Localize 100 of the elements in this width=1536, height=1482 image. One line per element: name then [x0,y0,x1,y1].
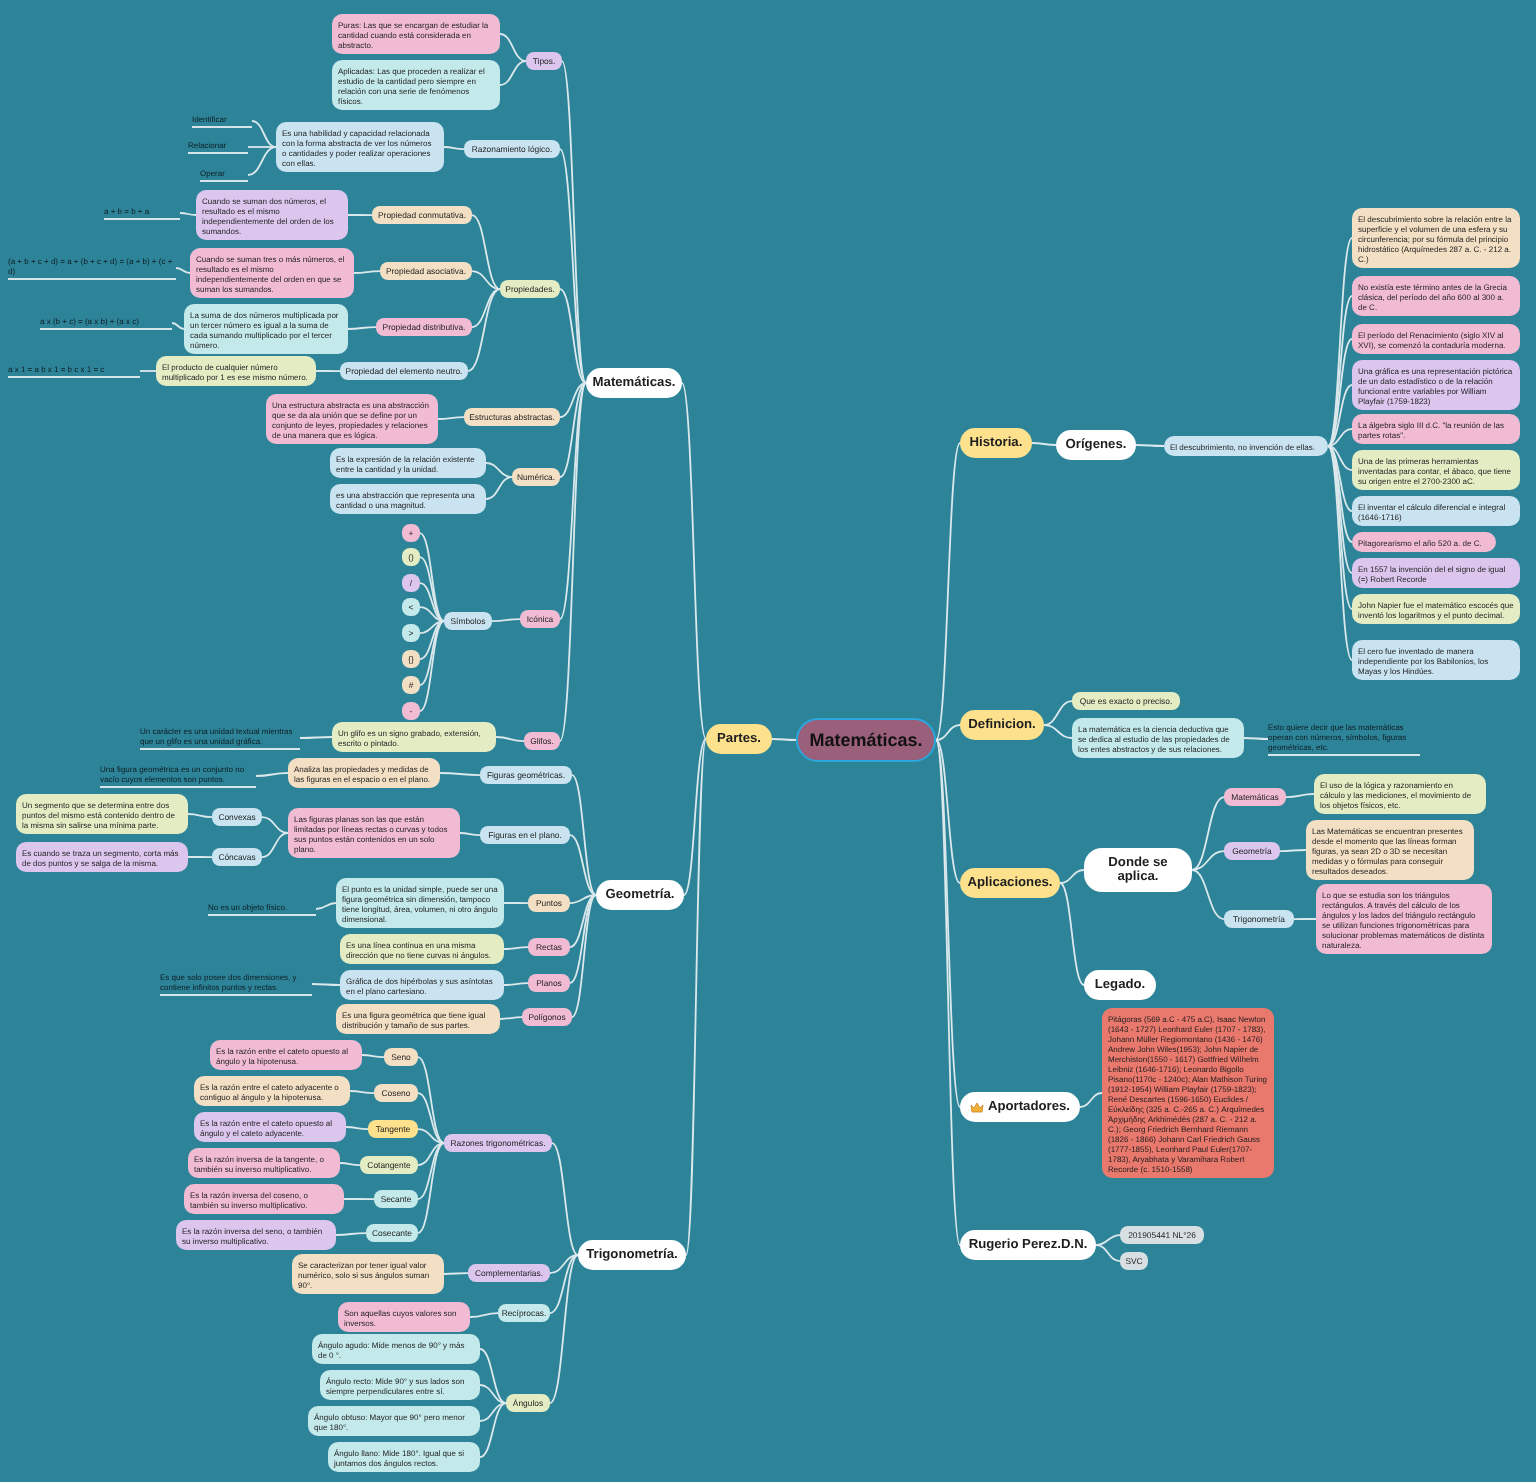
connector-line [417,1056,445,1144]
connector-line [315,902,337,910]
connector-line [569,894,597,948]
connector-line [503,946,529,950]
connector-line [261,816,289,834]
connector-line [681,382,707,740]
connector-line [499,33,527,62]
connector-line [247,146,277,148]
connector-line [255,772,289,777]
connector-line [935,442,961,741]
connector-line [485,462,513,478]
connector-line [1327,445,1353,661]
connector-line [551,1142,579,1256]
connector-line [417,1128,445,1144]
connector-line [419,620,445,712]
connector-line [503,902,529,904]
connector-line [771,738,797,741]
connector-line [1079,1092,1103,1108]
connector-line [251,120,277,148]
connector-line [467,288,501,372]
connector-line [549,1254,579,1404]
connector-line [1327,384,1353,447]
connector-line [419,582,445,622]
connector-line [559,382,587,742]
connector-line [419,620,445,660]
connector-line [1095,1244,1121,1262]
connector-line [569,894,597,904]
connector-line [347,214,373,216]
connector-line [1327,428,1353,447]
connector-line [571,894,597,1018]
connector-line [419,620,445,686]
connector-line [485,476,513,500]
connector-line [187,856,213,858]
connector-line [503,982,529,986]
connector-line [1293,918,1317,920]
connector-line [247,146,277,176]
connector-line [343,1198,375,1200]
central-topic: Matemáticas. [796,718,936,762]
connector-line [559,148,587,384]
connector-line [935,724,961,741]
connector-line [1327,295,1353,447]
connector-line [549,1254,579,1314]
connector-line [1135,444,1165,447]
connector-line [471,288,501,328]
connector-line [361,1054,385,1058]
connector-line [491,618,521,622]
connector-line [417,1142,445,1234]
connector-line [495,736,525,742]
connector-line [469,1312,499,1318]
connector-line [683,738,707,896]
connector-line [479,1402,507,1458]
connector-line [1327,237,1353,447]
connector-line [335,1232,367,1236]
connector-line [353,270,381,274]
connector-line [1327,445,1353,574]
subtopic-bubble [960,1092,1080,1122]
connector-line [1043,700,1073,726]
connector-line [443,146,465,150]
connector-line [471,214,501,290]
connector-line [1279,849,1307,852]
connector-line [1327,338,1353,447]
connector-line [549,1254,579,1274]
connector-line [571,774,597,896]
connector-line [569,894,597,984]
connector-line [417,1142,445,1200]
connector-line [559,288,587,384]
connector-line [299,736,333,739]
connector-line [187,813,213,818]
connector-line [261,832,289,858]
connector-line [561,60,587,384]
connector-line [1327,445,1353,512]
connector-line [419,620,445,634]
connector-line [685,738,707,1256]
connector-line [1191,869,1225,920]
connector-line [559,382,587,478]
connector-line [419,556,445,622]
connector-line [439,772,481,776]
connector-line [1043,724,1073,739]
connector-line [419,532,445,622]
connector-line [347,326,377,330]
connector-line [1191,850,1225,871]
connector-line [935,739,961,1108]
connector-line [437,416,465,420]
connector-line [499,1016,523,1020]
connector-line [339,1162,361,1166]
connector-line [935,739,961,884]
connector-line [349,1090,375,1094]
connector-line [315,370,341,372]
connector-line [479,1384,507,1404]
connector-line [569,834,597,896]
connector-line [417,1142,445,1166]
connector-line [559,382,587,418]
connector-line [559,382,587,620]
connector-line [1059,869,1085,884]
connector-line [479,1402,507,1422]
connector-line [345,1126,369,1130]
connector-line [417,1092,445,1144]
connector-line [1243,737,1269,740]
connector-line [1031,442,1057,446]
connector-line [499,60,527,86]
